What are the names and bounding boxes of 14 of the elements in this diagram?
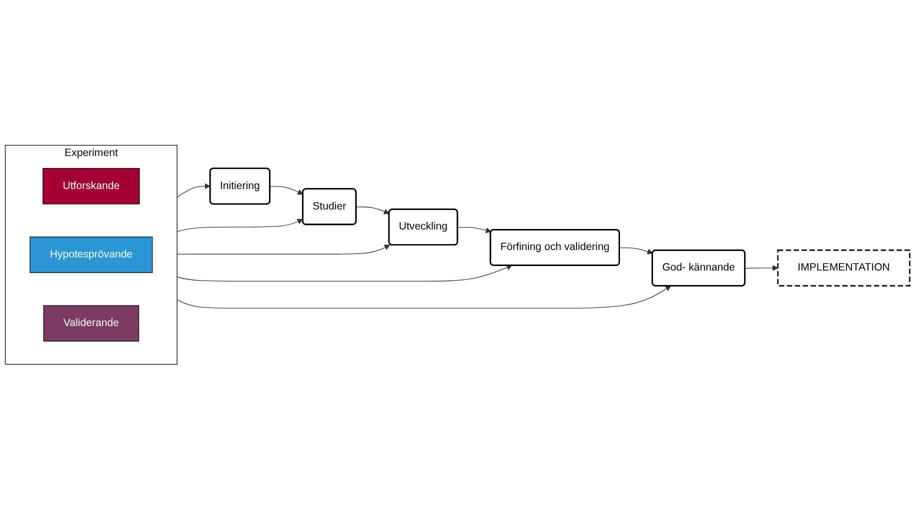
node-box: Utforskande <box>42 168 140 205</box>
arrow <box>176 264 512 282</box>
arrow <box>619 248 653 255</box>
arrow <box>744 265 778 272</box>
arrow <box>457 227 492 234</box>
arrow <box>176 244 390 255</box>
node-box: IMPLEMENTATION <box>777 250 910 287</box>
node-box: Hypotesprövande <box>30 236 153 274</box>
arrow <box>176 184 210 198</box>
arrow <box>176 286 672 309</box>
arrow <box>270 186 304 195</box>
arrow <box>356 206 390 214</box>
arrow <box>176 219 303 232</box>
node-box: Validerande <box>43 305 140 342</box>
